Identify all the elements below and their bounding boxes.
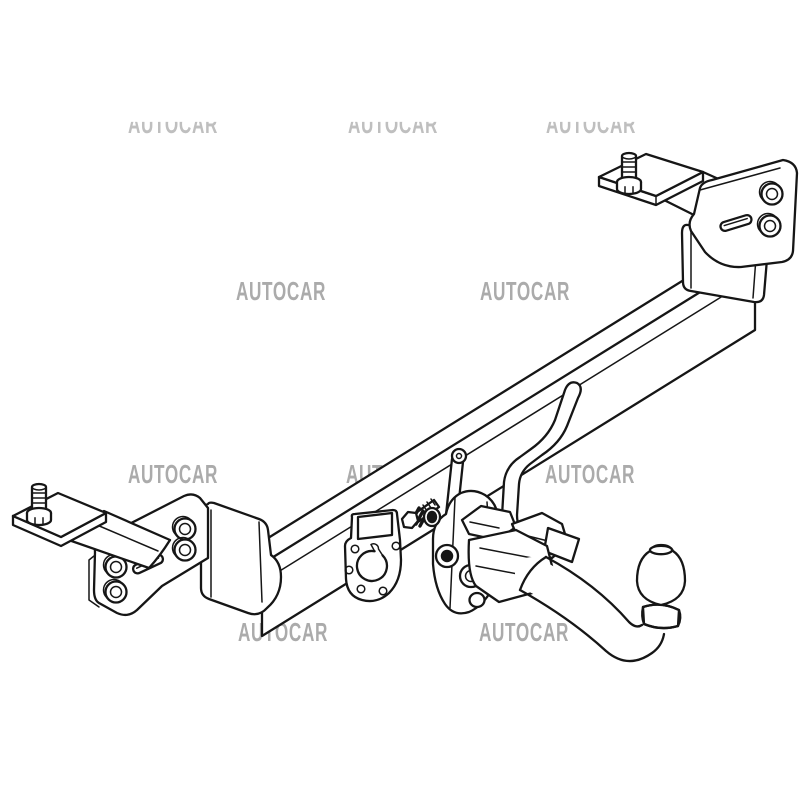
watermark-text: AUTOCAR <box>545 109 637 139</box>
watermark-text: AUTOCAR <box>479 276 571 306</box>
bottom-hole <box>468 591 486 609</box>
ball-collar <box>641 603 682 630</box>
right-side-plate <box>688 158 799 269</box>
left-bolt-2 <box>102 578 128 604</box>
tow-ball <box>635 543 687 607</box>
screw-head <box>400 510 420 530</box>
watermark-text: AUTOCAR <box>235 276 327 306</box>
right-bolt-2 <box>756 212 782 238</box>
watermark-text: AUTOCAR <box>478 617 570 647</box>
watermark-text: AUTOCAR <box>544 459 636 489</box>
ball-top-face <box>648 544 674 556</box>
watermark-text: AUTOCAR <box>127 109 219 139</box>
left-bolt-4 <box>171 536 197 562</box>
swan-neck <box>515 555 676 667</box>
left-beam-end-plate <box>199 501 283 616</box>
socket-plate <box>343 508 403 603</box>
watermark-text: AUTOCAR <box>347 109 439 139</box>
right-bolt-1 <box>758 180 784 206</box>
left-bolt-3 <box>171 515 197 541</box>
horseshoe-cutout <box>355 549 389 583</box>
watermark-text: AUTOCAR <box>127 459 219 489</box>
